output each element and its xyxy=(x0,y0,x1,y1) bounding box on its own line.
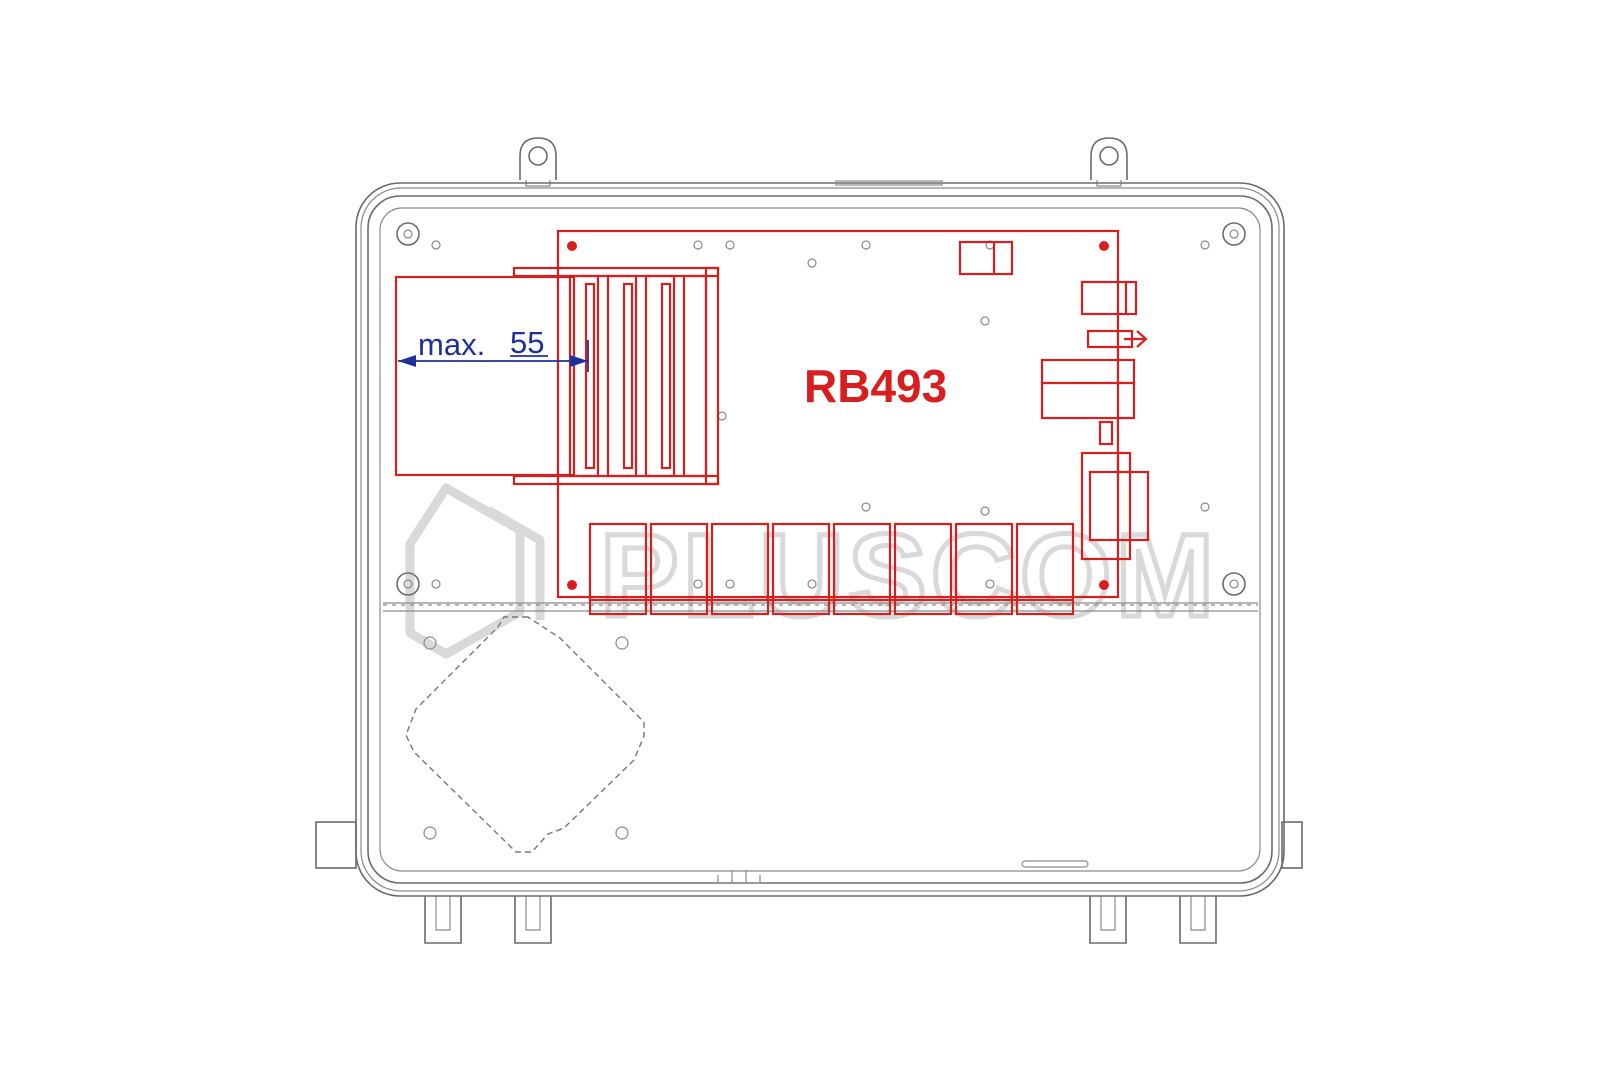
dc-jack xyxy=(958,240,1014,276)
ethernet-port-5 xyxy=(832,522,892,616)
power-connector xyxy=(1080,280,1138,316)
minipci-card-area xyxy=(394,275,576,477)
rb493-board: RB493 xyxy=(394,229,1150,616)
board-hole-bl xyxy=(567,580,577,590)
ethernet-port-6 xyxy=(893,522,953,616)
dimension-value: 55 xyxy=(510,325,544,360)
ethernet-port-1 xyxy=(588,522,648,616)
ethernet-port-3 xyxy=(710,522,770,616)
board-hole-br xyxy=(1099,580,1109,590)
enclosure-body xyxy=(355,180,1285,897)
board-model-label: RB493 xyxy=(804,360,947,412)
watermark-text: PLUSCOM xyxy=(600,510,1218,642)
board-hole-tr xyxy=(1099,241,1109,251)
led xyxy=(1098,420,1114,446)
dimension-arrow-right xyxy=(570,355,588,367)
minipci-slots xyxy=(512,266,720,486)
ethernet-port-8 xyxy=(1015,522,1075,616)
serial-console-port xyxy=(1040,358,1136,420)
db9-connector xyxy=(1080,451,1132,561)
watermark-logo xyxy=(405,483,545,659)
ethernet-port-2 xyxy=(649,522,709,616)
side-tabs xyxy=(315,821,1303,869)
ethernet-port-7 xyxy=(954,522,1014,616)
watermark: PLUSCOM xyxy=(405,483,1218,659)
dimension-prefix: max. xyxy=(418,327,485,362)
dimension-arrow-left xyxy=(398,355,416,367)
ethernet-ports xyxy=(588,522,1075,616)
mounting-ears xyxy=(519,137,1128,187)
corner-screws xyxy=(396,222,1246,596)
ethernet-port-4 xyxy=(771,522,831,616)
board-hole-tl xyxy=(567,241,577,251)
dimension-annotation: max. 55 xyxy=(398,325,589,372)
bottom-feet xyxy=(424,896,1217,944)
din-rail xyxy=(383,602,1258,612)
fan-outline xyxy=(405,616,645,853)
